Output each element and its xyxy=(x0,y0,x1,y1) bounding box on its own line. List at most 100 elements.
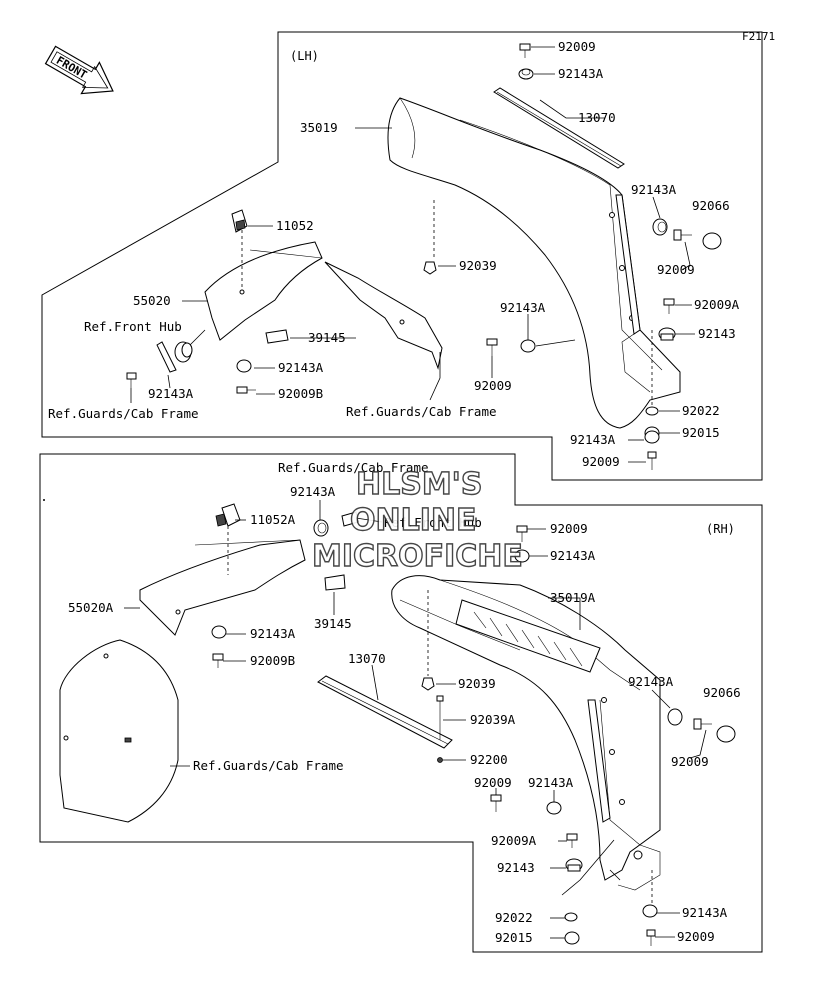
lh-fender-35019 xyxy=(387,97,681,429)
lh-section-frame xyxy=(41,31,763,481)
rh-washer-92022 xyxy=(564,912,578,922)
lh-bolt-left xyxy=(126,372,137,388)
rh-collar-92143 xyxy=(565,858,583,872)
rh-callout-92143: 92143 xyxy=(497,860,535,875)
rh-ref-guards-top: Ref.Guards/Cab Frame xyxy=(278,460,429,475)
rh-guard-55020A xyxy=(139,539,306,636)
lh-ref-guards-left: Ref.Guards/Cab Frame xyxy=(48,406,199,421)
lh-callout-39145: 39145 xyxy=(308,330,346,345)
rh-nut-92143A-r2 xyxy=(667,708,683,726)
rh-callout-92143A-r1: 92143A xyxy=(550,548,596,563)
lh-ref-guards-right: Ref.Guards/Cab Frame xyxy=(346,404,497,419)
rh-pad-39145 xyxy=(324,574,346,591)
rh-nut-92143A-bot xyxy=(642,904,658,918)
lh-cap-92066 xyxy=(702,232,722,250)
lh-guard-55020 xyxy=(204,241,323,341)
lh-callout-92009-top: 92009 xyxy=(558,39,596,54)
rh-bracket-11052A xyxy=(215,503,241,527)
lh-bolt-92009-bot xyxy=(647,451,657,470)
rh-trim-strip-13070 xyxy=(317,675,453,749)
rh-bolt-92009-bot xyxy=(646,929,656,946)
rh-callout-92200: 92200 xyxy=(470,752,508,767)
rh-callout-92039A: 92039A xyxy=(470,712,516,727)
lh-bracket-11052 xyxy=(231,209,248,233)
lh-callout-11052: 11052 xyxy=(276,218,314,233)
lh-cab-frame-panel xyxy=(324,261,443,370)
rh-bolt-92009B xyxy=(212,653,224,668)
rh-section-frame xyxy=(39,453,763,953)
rh-clip-92039 xyxy=(421,677,435,691)
rh-callout-35019A: 35019A xyxy=(550,590,596,605)
rh-callout-92143A-low: 92143A xyxy=(528,775,574,790)
lh-callout-92143A-mid: 92143A xyxy=(500,300,546,315)
lh-ref-front-hub: Ref.Front Hub xyxy=(84,319,182,334)
watermark: HLSM'S ONLINE MICROFICHE xyxy=(311,466,523,574)
rh-callout-92009-r: 92009 xyxy=(671,754,709,769)
rh-clip-front-hub xyxy=(341,511,359,527)
rh-nut-92143A-left xyxy=(211,625,227,639)
lh-callout-92009-right: 92009 xyxy=(657,262,695,277)
rh-callout-11052A: 11052A xyxy=(250,512,296,527)
rh-callout-92143A-left: 92143A xyxy=(250,626,296,641)
lh-callout-92022: 92022 xyxy=(682,403,720,418)
lh-callout-92009B: 92009B xyxy=(278,386,323,401)
lh-trim-strip-13070 xyxy=(493,87,625,169)
rh-cap-92066 xyxy=(716,725,736,743)
lh-section-label: (LH) xyxy=(290,49,319,63)
lh-callout-35019: 35019 xyxy=(300,120,338,135)
lh-pad-39145 xyxy=(265,329,289,344)
rh-callout-13070: 13070 xyxy=(348,651,386,666)
rh-ref-front-hub: Ref.Front Hub xyxy=(384,515,482,530)
lh-collar-92143 xyxy=(658,327,676,341)
rh-callout-92015: 92015 xyxy=(495,930,533,945)
lh-callout-92143: 92143 xyxy=(698,326,736,341)
rh-callout-92009-bot: 92009 xyxy=(677,929,715,944)
lh-callout-92009A: 92009A xyxy=(694,297,740,312)
rh-callout-92143A-r2: 92143A xyxy=(628,674,674,689)
rh-callout-92009B: 92009B xyxy=(250,653,295,668)
watermark-line-2: ONLINE xyxy=(350,503,477,538)
rh-callout-55020A: 55020A xyxy=(68,600,114,615)
lh-nut-92143A-low xyxy=(236,359,252,373)
lh-bolt-92009B xyxy=(236,386,256,394)
rh-pin-92039A xyxy=(436,695,444,740)
rh-bolt-92009-r xyxy=(693,718,712,730)
front-arrow-icon: FRONT xyxy=(44,45,114,95)
lh-nut-92143A-right xyxy=(652,218,668,236)
rh-callout-92039: 92039 xyxy=(458,676,496,691)
lh-washer-92022 xyxy=(645,406,659,416)
rh-callout-92009-low: 92009 xyxy=(474,775,512,790)
lh-nut-92143A-top xyxy=(518,68,534,80)
lh-callout-92039: 92039 xyxy=(459,258,497,273)
lh-bolt-92009A xyxy=(663,298,675,314)
lh-bolt-92009-right xyxy=(673,229,692,241)
lh-callout-92009-bot: 92009 xyxy=(582,454,620,469)
lh-callout-92066: 92066 xyxy=(692,198,730,213)
lh-collar xyxy=(174,341,193,363)
rh-callout-92143A-bot: 92143A xyxy=(682,905,728,920)
rh-nut-92015 xyxy=(564,931,580,945)
rh-ref-guards-left: Ref.Guards/Cab Frame xyxy=(193,758,344,773)
lh-callout-55020: 55020 xyxy=(133,293,171,308)
stray-dot xyxy=(43,499,45,501)
lh-nut-92143A-bot xyxy=(644,430,660,444)
figure-id: F2171 xyxy=(742,30,775,43)
rh-cab-frame-panel xyxy=(59,639,179,823)
rh-callout-39145: 39145 xyxy=(314,616,352,631)
lh-callout-92143A-right: 92143A xyxy=(631,182,677,197)
rh-panel-label xyxy=(124,737,132,743)
lh-bolt-92009-top xyxy=(519,43,531,58)
lh-nut-92143A-mid xyxy=(520,339,536,353)
rh-rivet-92200 xyxy=(437,757,443,763)
lh-side-strip xyxy=(615,194,641,335)
lh-plate xyxy=(156,341,177,373)
lh-callout-92143A-left: 92143A xyxy=(148,386,194,401)
lh-callout-92015: 92015 xyxy=(682,425,720,440)
rh-callout-92009-top: 92009 xyxy=(550,521,588,536)
rh-callout-92143A-top: 92143A xyxy=(290,484,336,499)
lh-callout-13070: 13070 xyxy=(578,110,616,125)
rh-callout-92066: 92066 xyxy=(703,685,741,700)
lh-callout-92143A-low: 92143A xyxy=(278,360,324,375)
